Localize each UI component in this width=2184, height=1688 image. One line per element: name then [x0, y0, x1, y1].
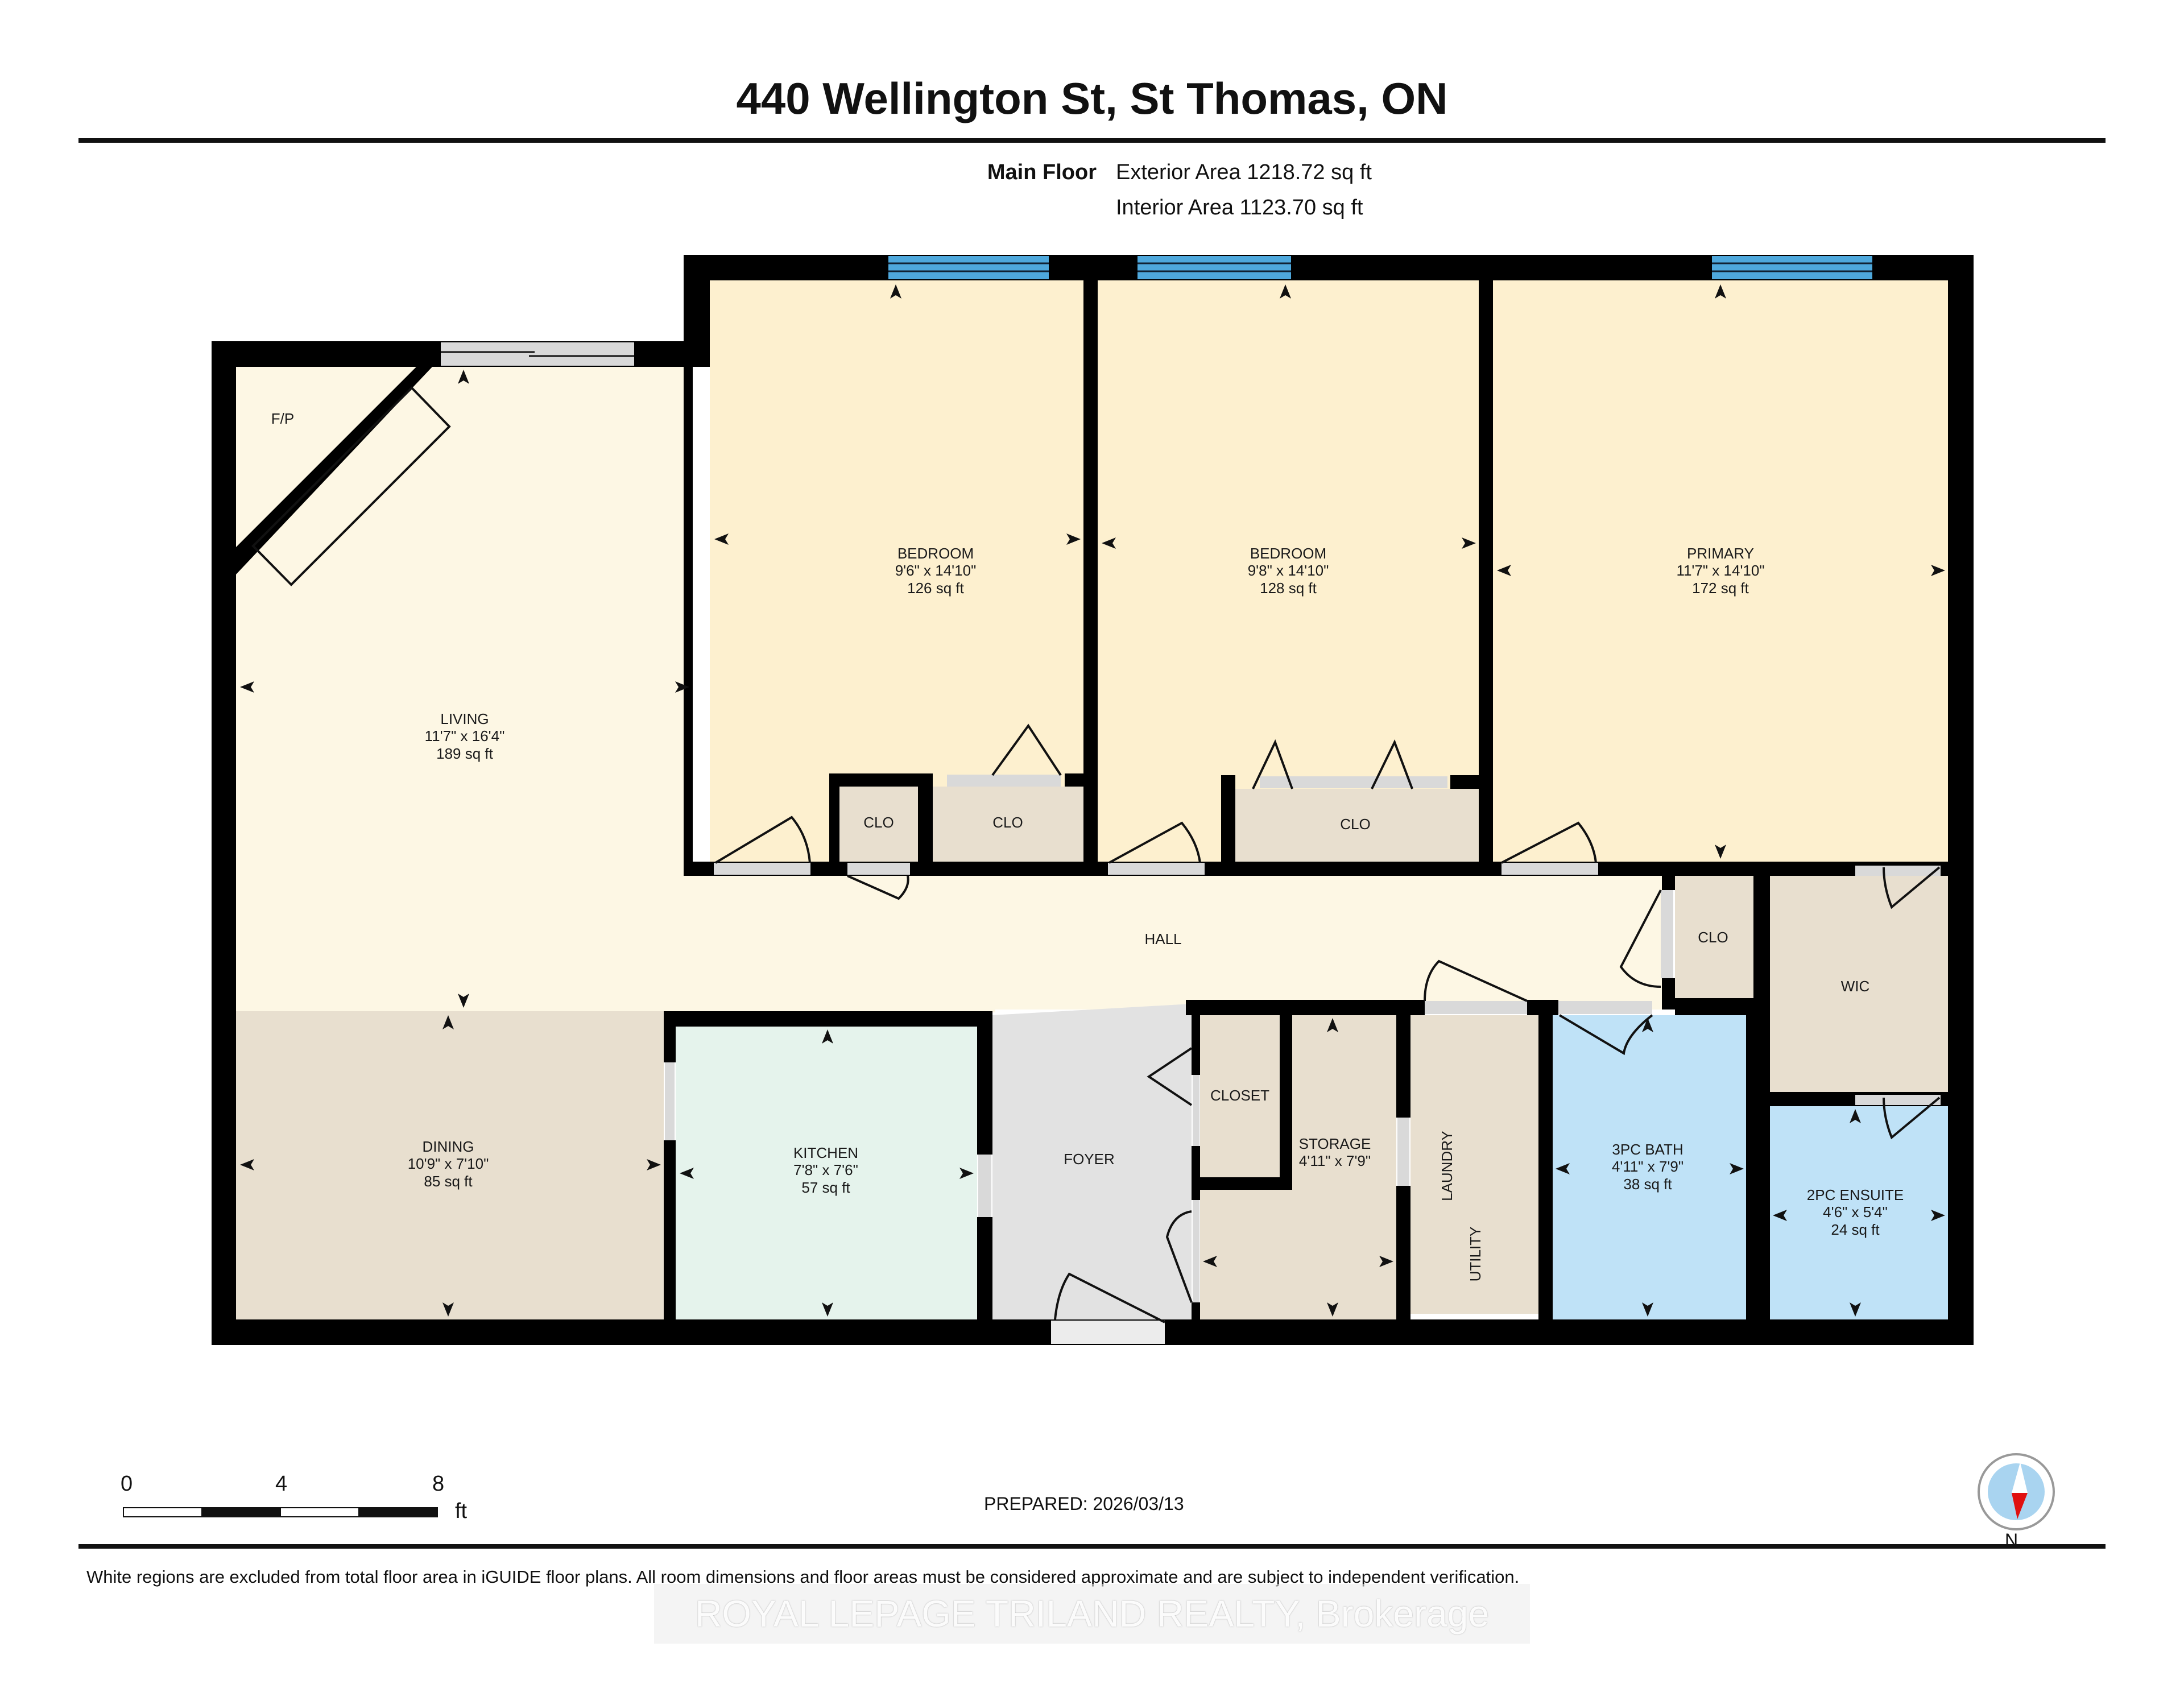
fireplace-wall	[236, 367, 432, 574]
brokerage-watermark: ROYAL LEPAGE TRILAND REALTY, Brokerage	[654, 1584, 1530, 1644]
clo-bed1-small-label: CLO	[863, 814, 894, 831]
door-swings	[714, 723, 1941, 1323]
primary-dims: 11'7" x 14'10"	[1676, 562, 1764, 579]
kitchen-area: 57 sq ft	[801, 1179, 850, 1196]
living-hall-floor	[236, 367, 1672, 1012]
bedroom2-area: 128 sq ft	[1260, 580, 1317, 597]
laundry-label: LAUNDRY	[1438, 1131, 1455, 1201]
laundry-floor	[1410, 1015, 1538, 1314]
scale-tick-0: 0	[121, 1472, 133, 1496]
scale-segment	[280, 1507, 359, 1517]
bedroom1-area: 126 sq ft	[907, 580, 965, 597]
wic-label: WIC	[1841, 978, 1870, 995]
room-fills	[236, 280, 1948, 1319]
storage-name: STORAGE	[1299, 1135, 1371, 1152]
exterior-area: Exterior Area 1218.72 sq ft	[1116, 160, 1372, 184]
utility-label: UTILITY	[1467, 1227, 1484, 1282]
disclaimer-text: White regions are excluded from total fl…	[86, 1567, 1520, 1587]
windows	[441, 256, 1872, 366]
ensuite-dims: 4'6" x 5'4"	[1823, 1203, 1888, 1221]
dining-area: 85 sq ft	[424, 1173, 473, 1190]
wic-floor	[1770, 876, 1948, 1092]
scale-tick-4: 4	[275, 1472, 288, 1496]
clo-bed2-label: CLO	[1340, 816, 1370, 833]
primary-name: PRIMARY	[1687, 545, 1754, 562]
scale-segment	[201, 1507, 281, 1517]
closet-foyer-label: CLOSET	[1210, 1087, 1269, 1104]
scale-unit: ft	[455, 1499, 468, 1523]
footer-divider	[78, 1544, 2106, 1549]
bedroom2-name: BEDROOM	[1250, 545, 1326, 562]
window-bedroom2	[1138, 256, 1291, 279]
walls	[212, 255, 1974, 1345]
storage-floor	[1200, 1015, 1396, 1319]
bath3-floor	[1553, 1015, 1746, 1319]
bath3-dims: 4'11" x 7'9"	[1612, 1158, 1684, 1175]
bath3-name: 3PC BATH	[1612, 1141, 1683, 1158]
clo-bed1-small-floor	[839, 787, 918, 862]
property-address-title: 440 Wellington St, St Thomas, ON	[736, 73, 1448, 123]
ensuite-area: 24 sq ft	[1831, 1221, 1880, 1238]
fireplace-label: F/P	[271, 410, 294, 427]
bedroom2-dims: 9'8" x 14'10"	[1248, 562, 1329, 579]
window-primary	[1712, 256, 1872, 279]
fireplace	[236, 367, 451, 586]
foyer-label: FOYER	[1064, 1151, 1115, 1168]
bedroom2-floor	[1098, 280, 1479, 862]
dimension-arrows	[240, 284, 1945, 1317]
clo-hall-label: CLO	[1698, 929, 1728, 946]
clo-bed1-label: CLO	[992, 814, 1023, 831]
door-openings	[665, 775, 1941, 1302]
living-area: 189 sq ft	[436, 745, 494, 762]
dining-dims: 10'9" x 7'10"	[408, 1155, 489, 1172]
bedroom1-dims: 9'6" x 14'10"	[895, 562, 977, 579]
room-labels: BEDROOM 9'6" x 14'10" 126 sq ft BEDROOM …	[271, 410, 1904, 1281]
ensuite-name: 2PC ENSUITE	[1807, 1186, 1904, 1203]
hall-label: HALL	[1144, 930, 1181, 948]
bedroom1-name: BEDROOM	[897, 545, 974, 562]
window-bedroom1	[888, 256, 1049, 279]
bedroom1-floor	[710, 280, 1083, 862]
ensuite-floor	[1770, 1106, 1948, 1319]
storage-dims: 4'11" x 7'9"	[1299, 1152, 1371, 1169]
closet-foyer-floor	[1200, 1015, 1280, 1177]
prepared-date: PREPARED: 2026/03/13	[984, 1493, 1184, 1514]
primary-area: 172 sq ft	[1692, 580, 1749, 597]
dining-name: DINING	[423, 1138, 474, 1155]
bath3-area: 38 sq ft	[1623, 1176, 1672, 1193]
fireplace-hearth	[251, 386, 451, 586]
compass-icon	[1978, 1453, 2055, 1530]
kitchen-name: KITCHEN	[793, 1144, 858, 1161]
kitchen-dims: 7'8" x 7'6"	[793, 1161, 858, 1178]
scale-tick-8: 8	[432, 1472, 445, 1496]
kitchen-floor	[676, 1027, 977, 1319]
scale-segment	[358, 1507, 438, 1517]
foyer-floor	[992, 1004, 1192, 1319]
scale-segment	[123, 1507, 202, 1517]
dining-floor	[236, 1011, 664, 1319]
clo-bed1-floor	[933, 787, 1083, 862]
living-dims: 11'7" x 16'4"	[425, 727, 505, 744]
primary-floor	[1493, 280, 1948, 862]
sliding-door-living	[441, 342, 634, 366]
clo-hall-floor	[1675, 876, 1753, 998]
header-divider	[78, 138, 2106, 143]
floor-name: Main Floor	[987, 160, 1097, 184]
interior-area: Interior Area 1123.70 sq ft	[1116, 196, 1363, 220]
living-name: LIVING	[440, 710, 489, 727]
clo-bed2-floor	[1235, 789, 1479, 862]
